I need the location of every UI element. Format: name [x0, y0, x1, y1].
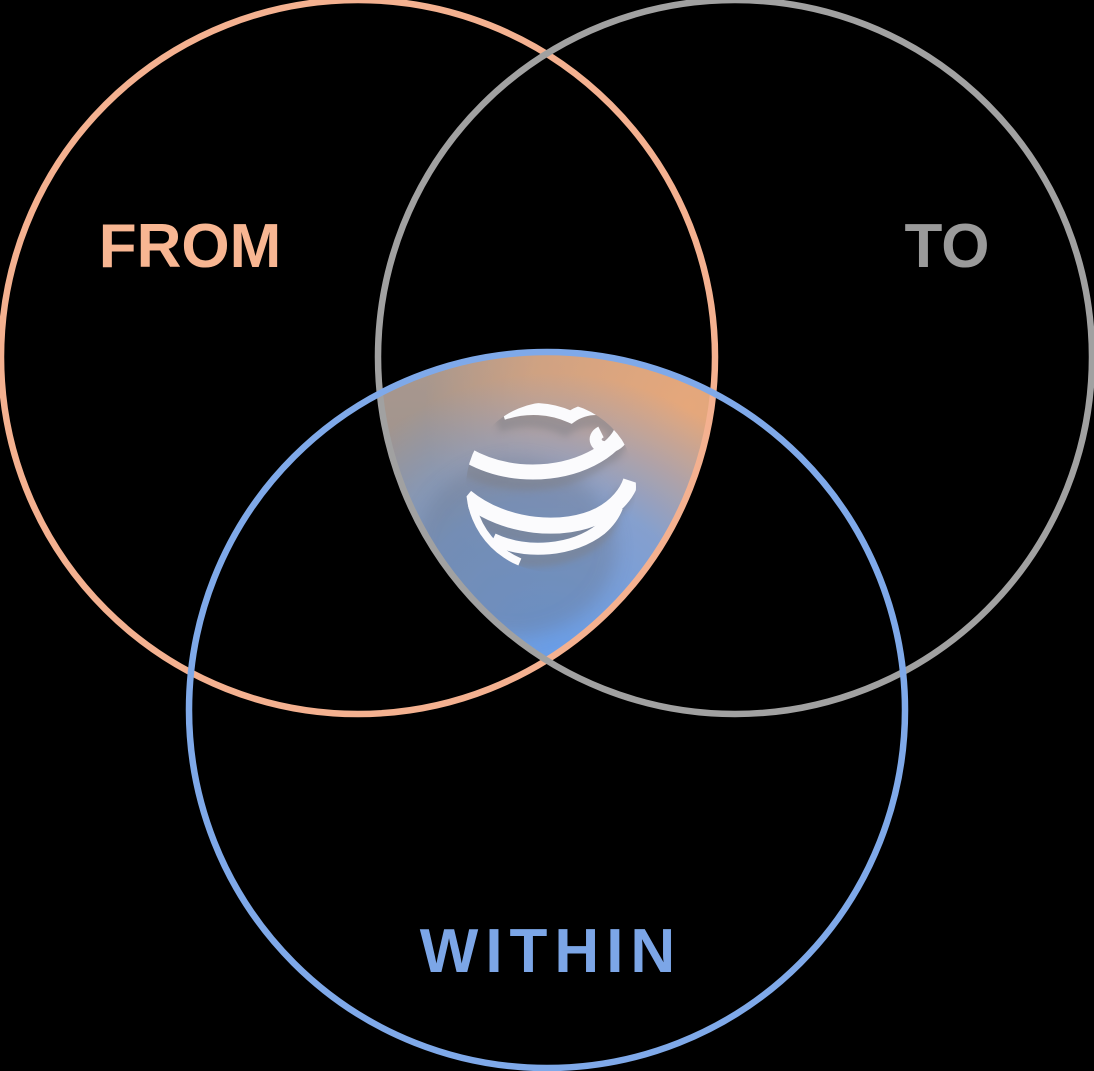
label-to: TO — [905, 212, 990, 281]
label-within: WITHIN — [420, 917, 682, 986]
logo-ribbon-lower-mid — [466, 478, 636, 534]
circle-from — [0, 0, 719, 718]
circle-within — [185, 348, 909, 1071]
swirl-globe-logo — [466, 402, 636, 570]
logo-rim-crescent — [466, 503, 522, 570]
circle-to — [374, 0, 1094, 718]
logo-ribbons — [466, 402, 636, 570]
label-from: FROM — [99, 212, 282, 281]
